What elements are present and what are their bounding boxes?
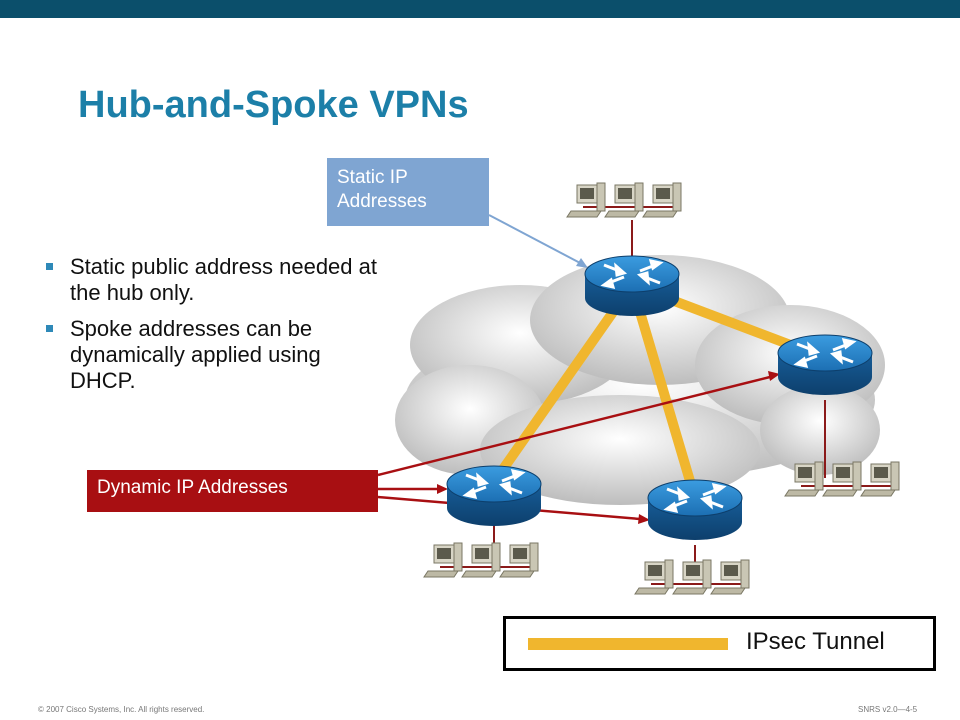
southwest-lan-pcs bbox=[424, 543, 538, 577]
top-bar bbox=[0, 0, 960, 18]
bullet-item: Static public address needed at the hub … bbox=[46, 254, 386, 306]
bullet-text: Static public address needed at the hub … bbox=[70, 254, 377, 305]
tunnel-hub-southwest bbox=[489, 280, 637, 487]
tunnel-hub-south bbox=[627, 280, 700, 503]
static-callout-arrow bbox=[488, 214, 588, 268]
bullet-square-icon bbox=[46, 263, 53, 270]
footer-course-id: SNRS v2.0—4-5 bbox=[858, 705, 918, 714]
internet-cloud bbox=[395, 255, 885, 505]
bullet-list: Static public address needed at the hub … bbox=[46, 254, 386, 404]
south-lan-pcs bbox=[635, 560, 749, 594]
east-lan-pcs bbox=[785, 462, 899, 496]
legend-label: IPsec Tunnel bbox=[746, 628, 885, 655]
hub-router-icon bbox=[583, 254, 681, 318]
bullet-square-icon bbox=[46, 325, 53, 332]
slide-title: Hub-and-Spoke VPNs bbox=[78, 84, 469, 126]
footer-copyright: © 2007 Cisco Systems, Inc. All rights re… bbox=[38, 705, 205, 714]
spoke-router-southwest-icon bbox=[445, 464, 543, 528]
ipsec-tunnel-swatch bbox=[528, 638, 728, 650]
hub-lan-pcs bbox=[567, 183, 681, 217]
spoke-router-south-icon bbox=[646, 478, 744, 542]
bullet-text: Spoke addresses can be dynamically appli… bbox=[70, 316, 321, 393]
static-ip-callout: Static IP Addresses bbox=[327, 158, 489, 226]
bullet-item: Spoke addresses can be dynamically appli… bbox=[46, 316, 386, 394]
spoke-router-east-icon bbox=[776, 333, 874, 397]
dynamic-ip-callout: Dynamic IP Addresses bbox=[87, 470, 378, 512]
legend-box: IPsec Tunnel bbox=[503, 616, 936, 671]
